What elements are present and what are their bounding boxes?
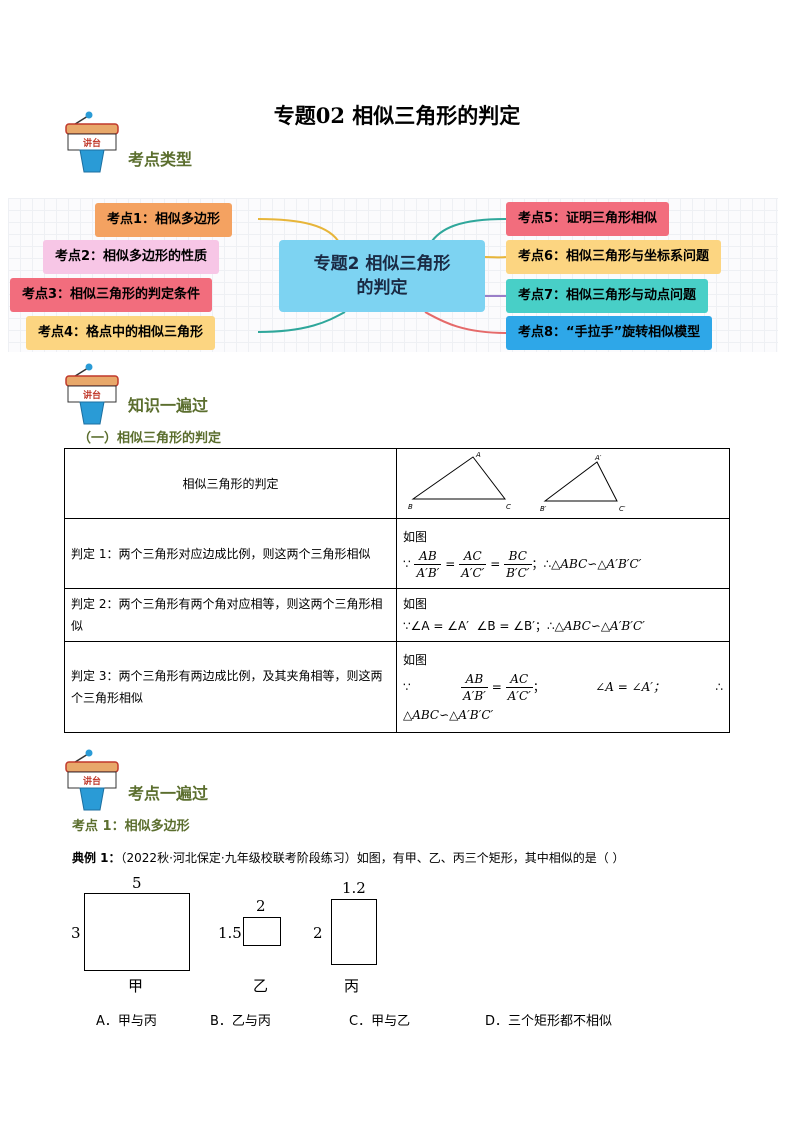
rect-bing — [331, 899, 377, 965]
as-shown-label: 如图 — [403, 530, 428, 544]
formula-2: ∵∠A = ∠A′ ∠B = ∠B′；∴△ABC∽△A′B′C′ — [403, 619, 645, 633]
svg-text:讲台: 讲台 — [83, 775, 101, 787]
section-points-heading: 考点一遍过 — [128, 784, 209, 803]
rect-jia — [84, 893, 190, 971]
svg-text:A: A — [475, 451, 481, 459]
svg-text:A′: A′ — [594, 454, 602, 462]
point-1-heading: 考点 1：相似多边形 — [72, 819, 190, 834]
as-shown-label: 如图 — [403, 652, 428, 667]
section-knowledge-heading: 知识一遍过 — [128, 396, 209, 415]
judgement-1-text: 判定 1：两个三角形对应边成比例，则这两个三角形相似 — [64, 518, 397, 589]
option-c[interactable]: C．甲与乙 — [349, 1014, 411, 1029]
mindmap-center: 专题2 相似三角形 的判定 — [279, 240, 485, 312]
rect-jia-name: 甲 — [128, 977, 144, 995]
example-label: 典例 1： — [72, 851, 121, 865]
judgement-2-text: 判定 2：两个三角形有两个角对应相等，则这两个三角形相似 — [64, 588, 397, 642]
judgement-table: 相似三角形的判定 B A C B′ A′ C′ 判定 1：两个三角形对应边成比例… — [64, 448, 730, 733]
knowledge-subheading: （一）相似三角形的判定 — [78, 431, 222, 446]
podium-icon: 讲台 — [65, 749, 119, 811]
svg-text:C′: C′ — [619, 505, 626, 511]
judgement-3-text: 判定 3：两个三角形有两边成比例，及其夹角相等，则这两个三角形相似 — [64, 641, 397, 733]
mindmap-node-1: 考点1：相似多边形 — [95, 203, 233, 237]
rect-bing-height: 2 — [313, 924, 323, 942]
rect-yi-height: 1.5 — [218, 924, 242, 942]
rect-bing-name: 丙 — [344, 977, 360, 995]
option-a[interactable]: A．甲与丙 — [96, 1014, 157, 1029]
example-text: （2022秋·河北保定·九年级校联考阶段练习）如图，有甲、乙、丙三个矩形，其中相… — [120, 851, 625, 865]
mindmap-node-6: 考点6：相似三角形与坐标系问题 — [506, 240, 722, 274]
table-row: 判定 2：两个三角形有两个角对应相等，则这两个三角形相似 如图 ∵∠A = ∠A… — [64, 588, 730, 642]
judgement-2-formula: 如图 ∵∠A = ∠A′ ∠B = ∠B′；∴△ABC∽△A′B′C′ — [396, 588, 730, 642]
section-types-heading: 考点类型 — [128, 150, 193, 169]
mindmap-node-5: 考点5：证明三角形相似 — [506, 202, 670, 236]
table-row: 相似三角形的判定 B A C B′ A′ C′ — [64, 448, 730, 519]
svg-text:C: C — [506, 503, 511, 511]
as-shown-label: 如图 — [403, 597, 428, 611]
mindmap-node-2: 考点2：相似多边形的性质 — [43, 240, 220, 274]
page-title: 专题02 相似三角形的判定 — [273, 103, 521, 128]
rect-bing-width: 1.2 — [342, 879, 366, 897]
podium-icon: 讲台 — [65, 363, 119, 425]
triangle-figure-cell: B A C B′ A′ C′ — [396, 448, 730, 519]
mindmap-center-line2: 的判定 — [356, 278, 408, 298]
table-header-cell: 相似三角形的判定 — [64, 448, 397, 519]
mindmap-node-8: 考点8：“手拉手”旋转相似模型 — [506, 316, 713, 350]
option-b[interactable]: B．乙与丙 — [210, 1014, 271, 1029]
mindmap-center-line1: 专题2 相似三角形 — [313, 254, 451, 274]
example-1: 典例 1：（2022秋·河北保定·九年级校联考阶段练习）如图，有甲、乙、丙三个矩… — [72, 849, 625, 866]
option-d[interactable]: D．三个矩形都不相似 — [485, 1014, 613, 1029]
rect-jia-height: 3 — [71, 924, 81, 942]
svg-text:B′: B′ — [540, 505, 547, 511]
formula-3-conclusion: △ABC∽△A′B′C′ — [403, 707, 494, 722]
svg-text:B: B — [408, 503, 413, 511]
mindmap-node-4: 考点4：格点中的相似三角形 — [26, 316, 216, 350]
triangles-figure: B A C B′ A′ C′ — [408, 451, 626, 513]
svg-text:讲台: 讲台 — [83, 137, 101, 149]
rect-yi-name: 乙 — [253, 977, 269, 995]
rect-yi-width: 2 — [256, 897, 266, 915]
svg-text:讲台: 讲台 — [83, 389, 101, 401]
rect-jia-width: 5 — [132, 874, 142, 892]
mindmap-node-7: 考点7：相似三角形与动点问题 — [506, 279, 709, 313]
table-row: 判定 3：两个三角形有两边成比例，及其夹角相等，则这两个三角形相似 如图 ∵ A… — [64, 641, 730, 733]
rect-yi — [243, 917, 281, 946]
mindmap-node-3: 考点3：相似三角形的判定条件 — [10, 278, 213, 312]
podium-icon: 讲台 — [65, 111, 119, 173]
